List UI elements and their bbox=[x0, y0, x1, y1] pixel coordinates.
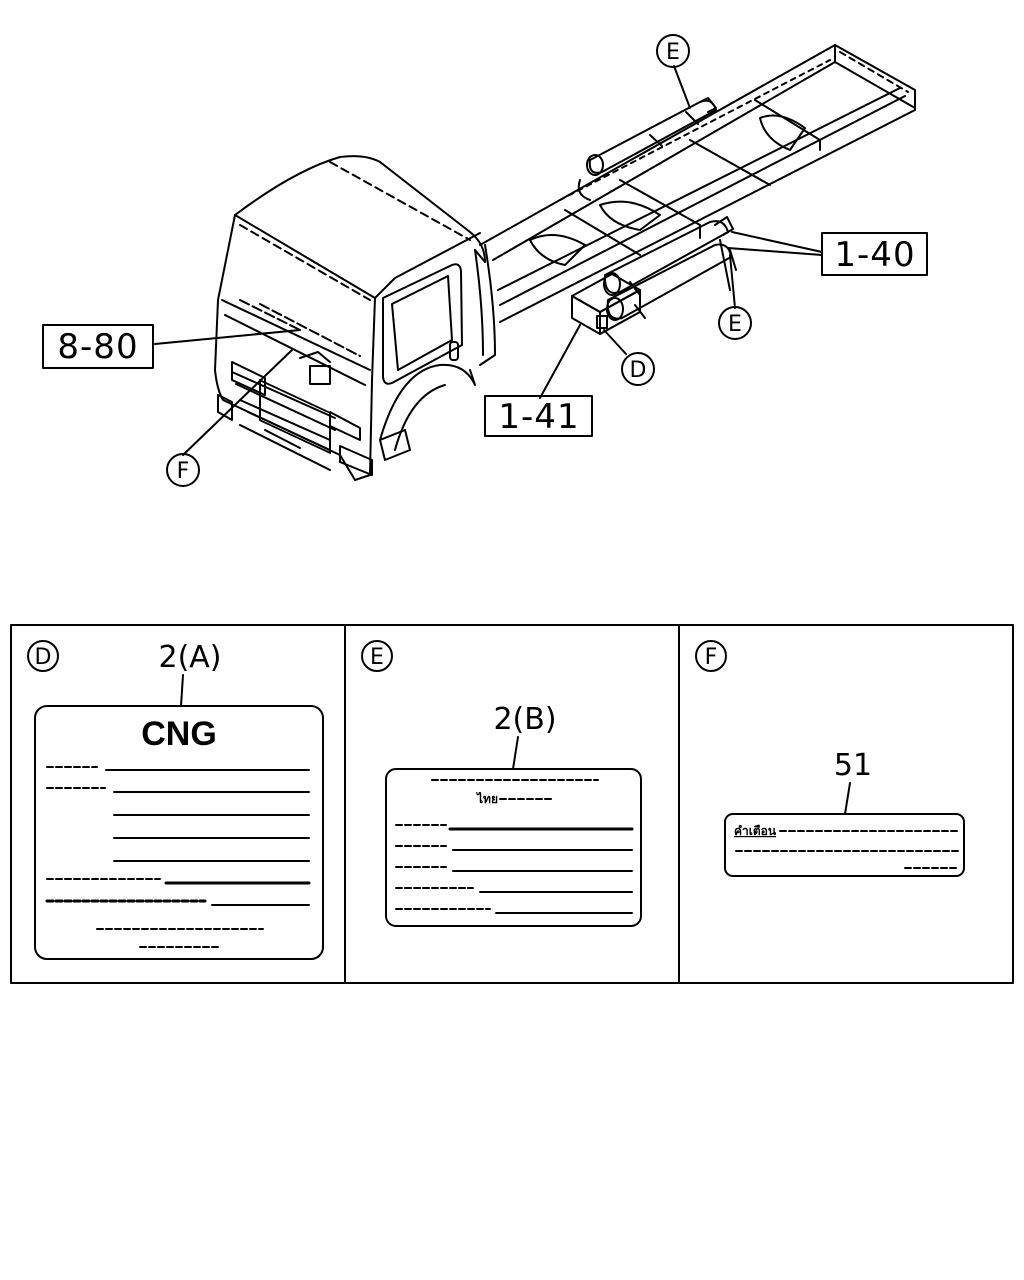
panel-f-label bbox=[695, 640, 965, 877]
ref-box-1-41 bbox=[484, 395, 593, 437]
callout-e-right: E bbox=[728, 312, 742, 337]
panel-d-letter: D bbox=[35, 645, 52, 670]
panel-d-label bbox=[27, 640, 324, 960]
callout-e-top: E bbox=[666, 40, 680, 65]
panel-d-title: CNG bbox=[141, 715, 217, 753]
callout-f: F bbox=[177, 459, 190, 484]
panel-e-word: ไทย bbox=[475, 791, 498, 806]
callout-circle-e-right bbox=[718, 306, 752, 340]
ref-box-1-40 bbox=[821, 232, 928, 276]
cng-cylinders-upper bbox=[577, 97, 717, 201]
panel-f-letter: F bbox=[705, 645, 718, 670]
panel-f-word: คำเตือน bbox=[734, 824, 777, 838]
truck-cab bbox=[214, 155, 496, 481]
valve-box bbox=[571, 273, 641, 335]
chassis-frame bbox=[479, 44, 916, 323]
panel-e-letter: E bbox=[370, 645, 384, 670]
callout-d: D bbox=[630, 358, 647, 383]
callout-circle-e-top bbox=[656, 34, 690, 68]
cng-cylinders-lower bbox=[603, 216, 737, 321]
callout-circle-f bbox=[166, 453, 200, 487]
truck-illustration bbox=[214, 44, 916, 481]
ref-1-40: 1-40 bbox=[834, 235, 915, 275]
detail-panels bbox=[10, 624, 1014, 984]
ref-1-41: 1-41 bbox=[498, 397, 579, 437]
callout-circle-d bbox=[621, 352, 655, 386]
panel-e-label bbox=[361, 640, 642, 927]
ref-8-80: 8-80 bbox=[57, 327, 138, 367]
panel-d-part-label: 2(A) bbox=[158, 640, 221, 675]
ref-box-8-80 bbox=[42, 324, 154, 369]
panel-e-part-label: 2(B) bbox=[493, 702, 556, 737]
panel-f-part-label: 51 bbox=[834, 748, 872, 783]
leader-lines bbox=[154, 65, 823, 456]
